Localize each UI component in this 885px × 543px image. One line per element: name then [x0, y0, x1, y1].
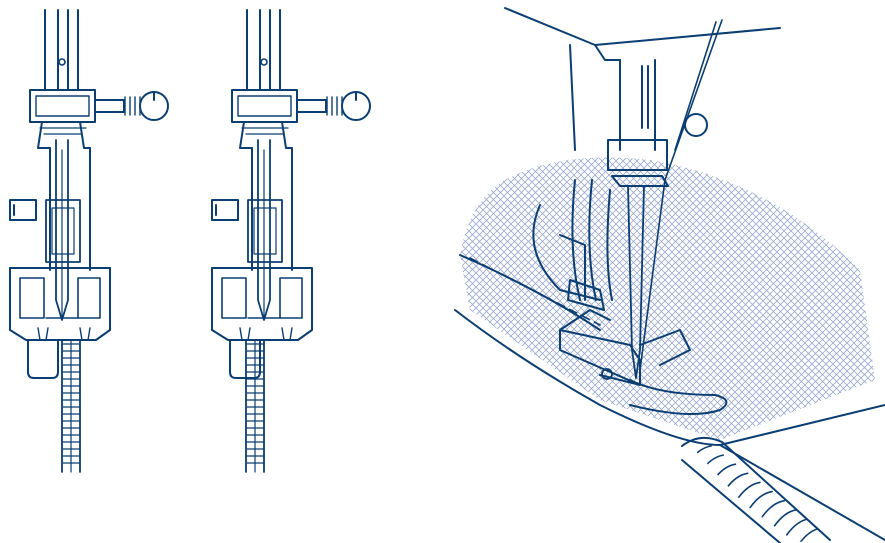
mesh-fabric [460, 157, 875, 440]
cord-twist [737, 481, 761, 500]
thread [639, 19, 723, 371]
machine-head [504, 7, 781, 151]
zipper-foot-3 [559, 309, 728, 415]
thumb-screw-icon [684, 113, 708, 137]
panel-2-right-needle [211, 9, 371, 473]
stitch-line [469, 257, 601, 326]
panel-1-left-needle [9, 9, 169, 473]
panel-3-cord-piping [454, 7, 885, 543]
footAssembly-instance [9, 9, 169, 379]
presser-bar [607, 59, 669, 187]
cord-piping [681, 436, 831, 543]
footAssembly-instance [211, 9, 371, 379]
zipperStrip-instance [245, 339, 265, 473]
cord-twist [785, 518, 810, 536]
needle [627, 185, 645, 379]
cord-twist [798, 527, 822, 543]
zipper-foot-1 [9, 9, 169, 379]
foot-screw-icon [601, 368, 613, 380]
foot-shank [532, 179, 613, 311]
zipper-teeth-2 [245, 339, 265, 473]
cord-twist [712, 463, 737, 482]
zipper-teeth-1 [61, 339, 81, 473]
zipper-foot-2 [211, 9, 371, 379]
cord-twist [690, 445, 712, 463]
zipperStrip-instance [61, 339, 81, 473]
cord-twist [773, 508, 798, 527]
cord-twist [700, 454, 725, 472]
cord-twist [749, 490, 773, 509]
cord-twist [761, 499, 786, 518]
cord-twist [724, 472, 749, 491]
